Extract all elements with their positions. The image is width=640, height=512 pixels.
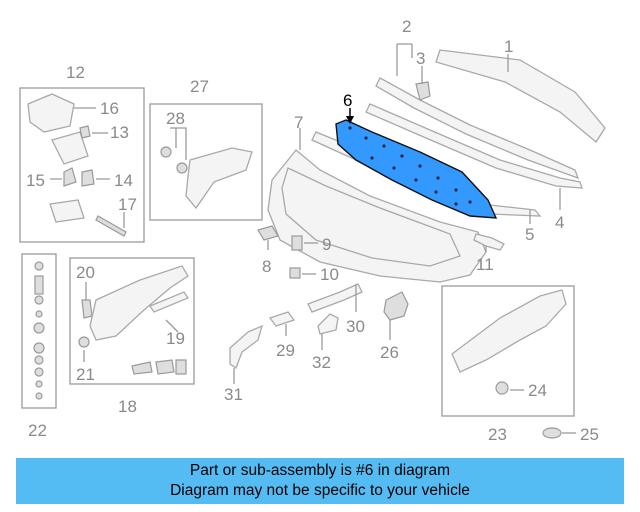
callout-7: 7 (294, 113, 303, 132)
part-6-highlighted-panel (335, 108, 498, 219)
part-25-shape (542, 427, 576, 439)
callout-32: 32 (312, 353, 331, 372)
callout-20: 20 (76, 263, 95, 282)
part-29-shape (268, 311, 296, 336)
callout-2: 2 (402, 17, 411, 36)
part-9-shape (291, 235, 318, 251)
callout-19: 19 (166, 329, 185, 348)
callout-24: 24 (528, 381, 547, 400)
callout-6: 6 (343, 91, 352, 110)
part-2-shape (375, 43, 580, 180)
callout-1: 1 (504, 37, 513, 56)
part-10-shape (289, 267, 316, 279)
group-18-box (69, 257, 195, 385)
callout-4: 4 (555, 213, 564, 232)
callout-30: 30 (346, 317, 365, 336)
callout-28: 28 (166, 109, 185, 128)
callout-29: 29 (276, 341, 295, 360)
callout-17: 17 (118, 195, 137, 214)
group-27-box (149, 103, 263, 221)
part-30-shape (307, 283, 363, 313)
callout-3: 3 (416, 49, 425, 68)
callout-9: 9 (322, 235, 331, 254)
part-4-shape (365, 103, 583, 210)
part-26-shape (383, 291, 409, 340)
callout-27: 27 (190, 77, 209, 96)
group-23-box (441, 285, 575, 417)
banner-line-2: Diagram may not be specific to your vehi… (170, 482, 470, 499)
callout-8: 8 (262, 257, 271, 276)
part-32-shape (317, 313, 339, 350)
part-11-shape (473, 233, 505, 252)
info-banner: Part or sub-assembly is #6 in diagram Di… (16, 458, 624, 504)
callout-12: 12 (66, 63, 85, 82)
callout-16: 16 (100, 99, 119, 118)
callout-10: 10 (320, 265, 339, 284)
banner-line-1: Part or sub-assembly is #6 in diagram (189, 462, 451, 479)
part-7-shape (267, 128, 487, 283)
callout-21: 21 (76, 365, 95, 384)
callout-23: 23 (488, 425, 507, 444)
callout-13: 13 (110, 123, 129, 142)
part-3-shape (415, 66, 431, 101)
part-8-shape (257, 225, 279, 250)
part-1-shape (435, 49, 606, 143)
group-22-box (21, 253, 57, 409)
callout-18: 18 (118, 397, 137, 416)
callout-11: 11 (476, 255, 494, 274)
callout-15: 15 (26, 171, 45, 190)
callout-5: 5 (525, 225, 534, 244)
parts-diagram: 1 2 3 4 5 6 7 8 9 10 11 12 13 14 15 16 1… (19, 17, 606, 444)
part-31-shape (229, 324, 264, 384)
callout-14: 14 (114, 171, 133, 190)
group-12-box (19, 87, 145, 243)
callout-25: 25 (580, 425, 599, 444)
callout-31: 31 (224, 385, 243, 404)
callout-26: 26 (380, 343, 399, 362)
callout-22: 22 (28, 421, 47, 440)
